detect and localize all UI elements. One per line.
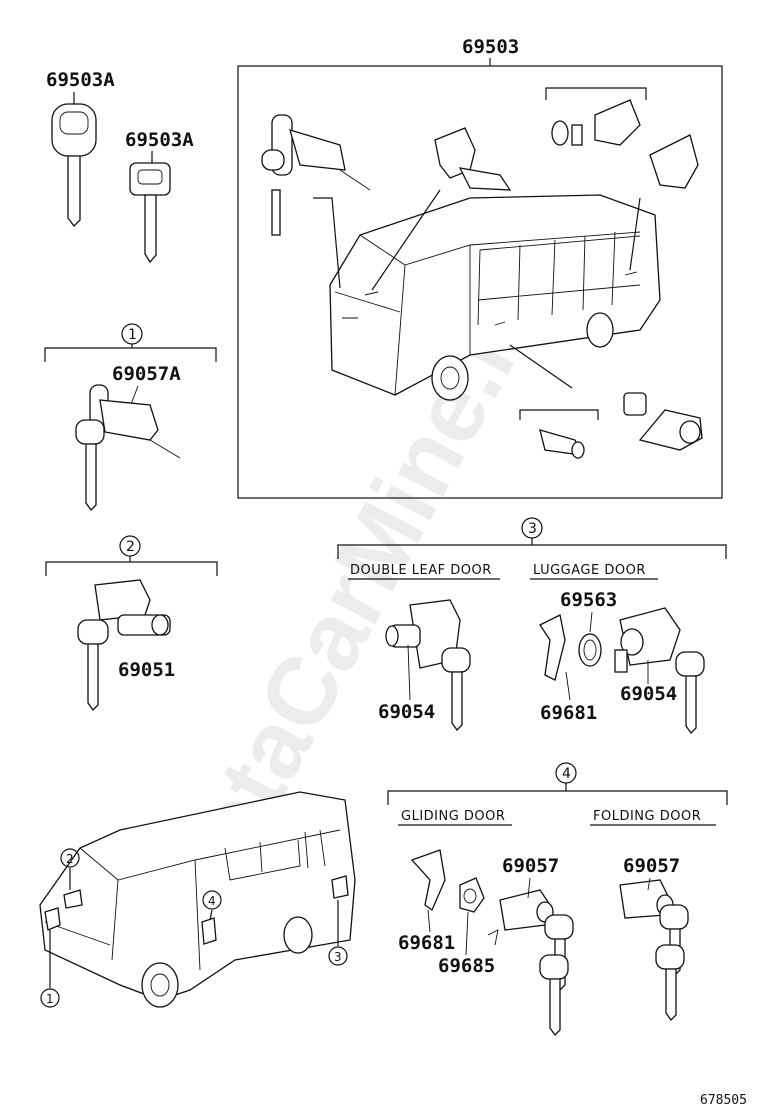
group-1: 1 69057A <box>44 323 217 512</box>
key-set-box: 69503 <box>237 36 723 499</box>
callout-69057-gliding: 69057 <box>502 855 559 877</box>
door-lock-drawing-1 <box>75 384 181 512</box>
group-2: 2 69051 <box>45 535 218 712</box>
section-folding-door: FOLDING DOOR <box>593 809 701 824</box>
callout-69681-gliding: 69681 <box>398 932 455 954</box>
key-icon-2 <box>129 162 171 264</box>
key-blanks: 69503A 69503A <box>46 69 194 264</box>
key-icon-1 <box>51 103 97 227</box>
folding-lock-drawing <box>619 879 689 1022</box>
gliding-lock-drawing <box>410 849 574 1037</box>
door-lock-drawing-2 <box>77 579 171 712</box>
cylinder-set <box>539 392 703 459</box>
group-4: 4 GLIDING DOOR FOLDING DOOR 69057 69681 … <box>387 762 728 1037</box>
door-lock-set-2 <box>551 99 699 189</box>
callout-69503: 69503 <box>462 36 519 58</box>
group-3-marker: 3 <box>528 521 537 537</box>
van-location-drawing: 1 2 3 4 <box>39 791 356 1008</box>
door-lock-drawing-3a <box>385 599 471 732</box>
section-luggage-door: LUGGAGE DOOR <box>533 563 646 578</box>
group-1-marker: 1 <box>128 327 137 343</box>
group-2-marker: 2 <box>126 539 135 555</box>
callout-69503a-1: 69503A <box>46 69 115 91</box>
door-lock-set-1 <box>434 127 512 191</box>
callout-69503a-2: 69503A <box>125 129 194 151</box>
van-marker-2: 2 <box>66 852 74 866</box>
figure-number: 678505 <box>700 1093 747 1108</box>
callout-69563: 69563 <box>560 589 617 611</box>
group-3: 3 DOUBLE LEAF DOOR LUGGAGE DOOR 69054 69… <box>337 517 727 735</box>
van-drawing-set <box>313 189 661 401</box>
luggage-lock-drawing <box>539 607 705 735</box>
section-gliding-door: GLIDING DOOR <box>401 809 505 824</box>
ignition-lock-drawing <box>261 114 371 236</box>
van-marker-1: 1 <box>46 992 54 1006</box>
callout-69054-double-leaf: 69054 <box>378 701 435 723</box>
callout-69057a: 69057A <box>112 363 181 385</box>
group-4-marker: 4 <box>562 766 571 782</box>
van-marker-4: 4 <box>208 894 216 908</box>
set-frame <box>237 65 723 499</box>
callout-69054-luggage: 69054 <box>620 683 677 705</box>
callout-69051: 69051 <box>118 659 175 681</box>
callout-69681-luggage: 69681 <box>540 702 597 724</box>
callout-69057-folding: 69057 <box>623 855 680 877</box>
callout-69685: 69685 <box>438 955 495 977</box>
van-marker-3: 3 <box>334 950 342 964</box>
section-double-leaf-door: DOUBLE LEAF DOOR <box>350 563 492 578</box>
